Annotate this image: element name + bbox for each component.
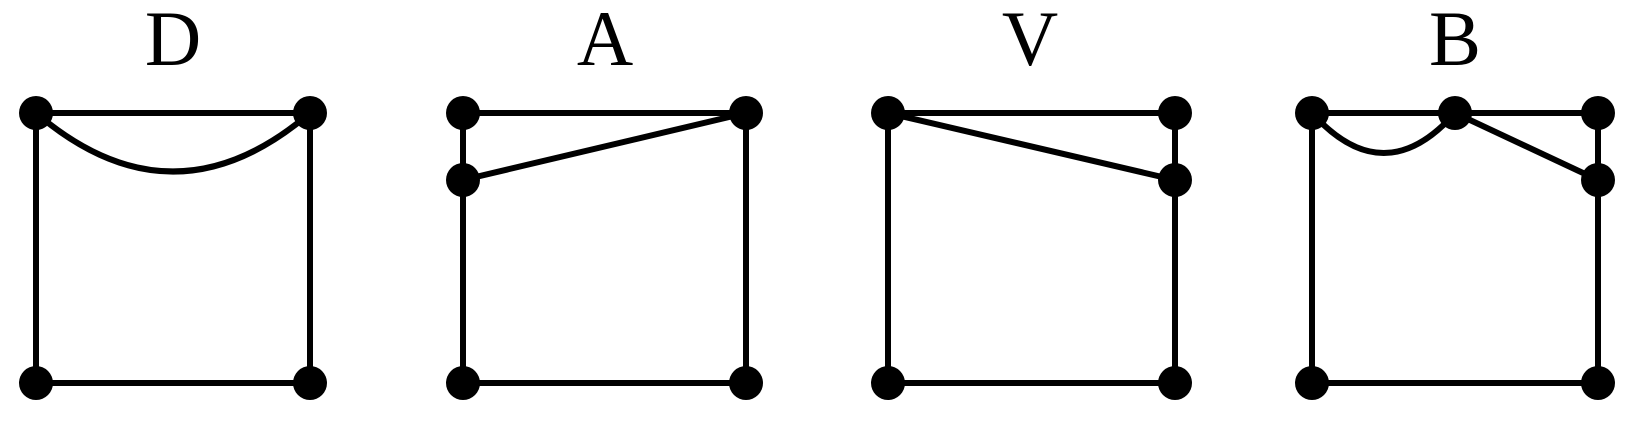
edge-top-left-curved bbox=[1309, 110, 1458, 156]
graph-label-v: V bbox=[1001, 0, 1059, 82]
graph-label-a: A bbox=[576, 0, 634, 82]
edge-diagonal bbox=[462, 110, 747, 183]
edge-layer bbox=[460, 110, 749, 386]
node-top-right bbox=[1158, 96, 1192, 130]
node-top-right bbox=[1581, 96, 1615, 130]
node-bottom-right bbox=[1581, 366, 1615, 400]
node-top-right bbox=[293, 96, 327, 130]
node-top-right bbox=[729, 96, 763, 130]
node-mid-left bbox=[446, 163, 480, 197]
node-top-left bbox=[446, 96, 480, 130]
graph-panel-a: A bbox=[400, 0, 800, 444]
edge-diagonal bbox=[887, 110, 1176, 183]
edge-top-curved bbox=[34, 110, 312, 175]
node-layer bbox=[19, 96, 327, 400]
graph-panel-v: V bbox=[820, 0, 1220, 444]
node-mid-right bbox=[1158, 163, 1192, 197]
graph-panel-b: B bbox=[1240, 0, 1633, 444]
node-mid-right bbox=[1581, 163, 1615, 197]
node-top-left bbox=[871, 96, 905, 130]
node-layer bbox=[446, 96, 763, 400]
node-bottom-left bbox=[19, 366, 53, 400]
graph-label-d: D bbox=[144, 0, 202, 82]
node-bottom-left bbox=[446, 366, 480, 400]
graph-panel-d: D bbox=[0, 0, 380, 444]
node-top-middle bbox=[1438, 96, 1472, 130]
node-bottom-left bbox=[1295, 366, 1329, 400]
node-top-left bbox=[1295, 96, 1329, 130]
node-layer bbox=[871, 96, 1192, 400]
node-bottom-right bbox=[1158, 366, 1192, 400]
edge-layer bbox=[33, 110, 313, 386]
node-layer bbox=[1295, 96, 1615, 400]
node-bottom-right bbox=[729, 366, 763, 400]
node-bottom-right bbox=[293, 366, 327, 400]
edge-diagonal bbox=[1453, 110, 1600, 183]
node-top-left bbox=[19, 96, 53, 130]
graph-label-b: B bbox=[1428, 0, 1482, 82]
edge-layer bbox=[1309, 110, 1601, 386]
node-bottom-left bbox=[871, 366, 905, 400]
